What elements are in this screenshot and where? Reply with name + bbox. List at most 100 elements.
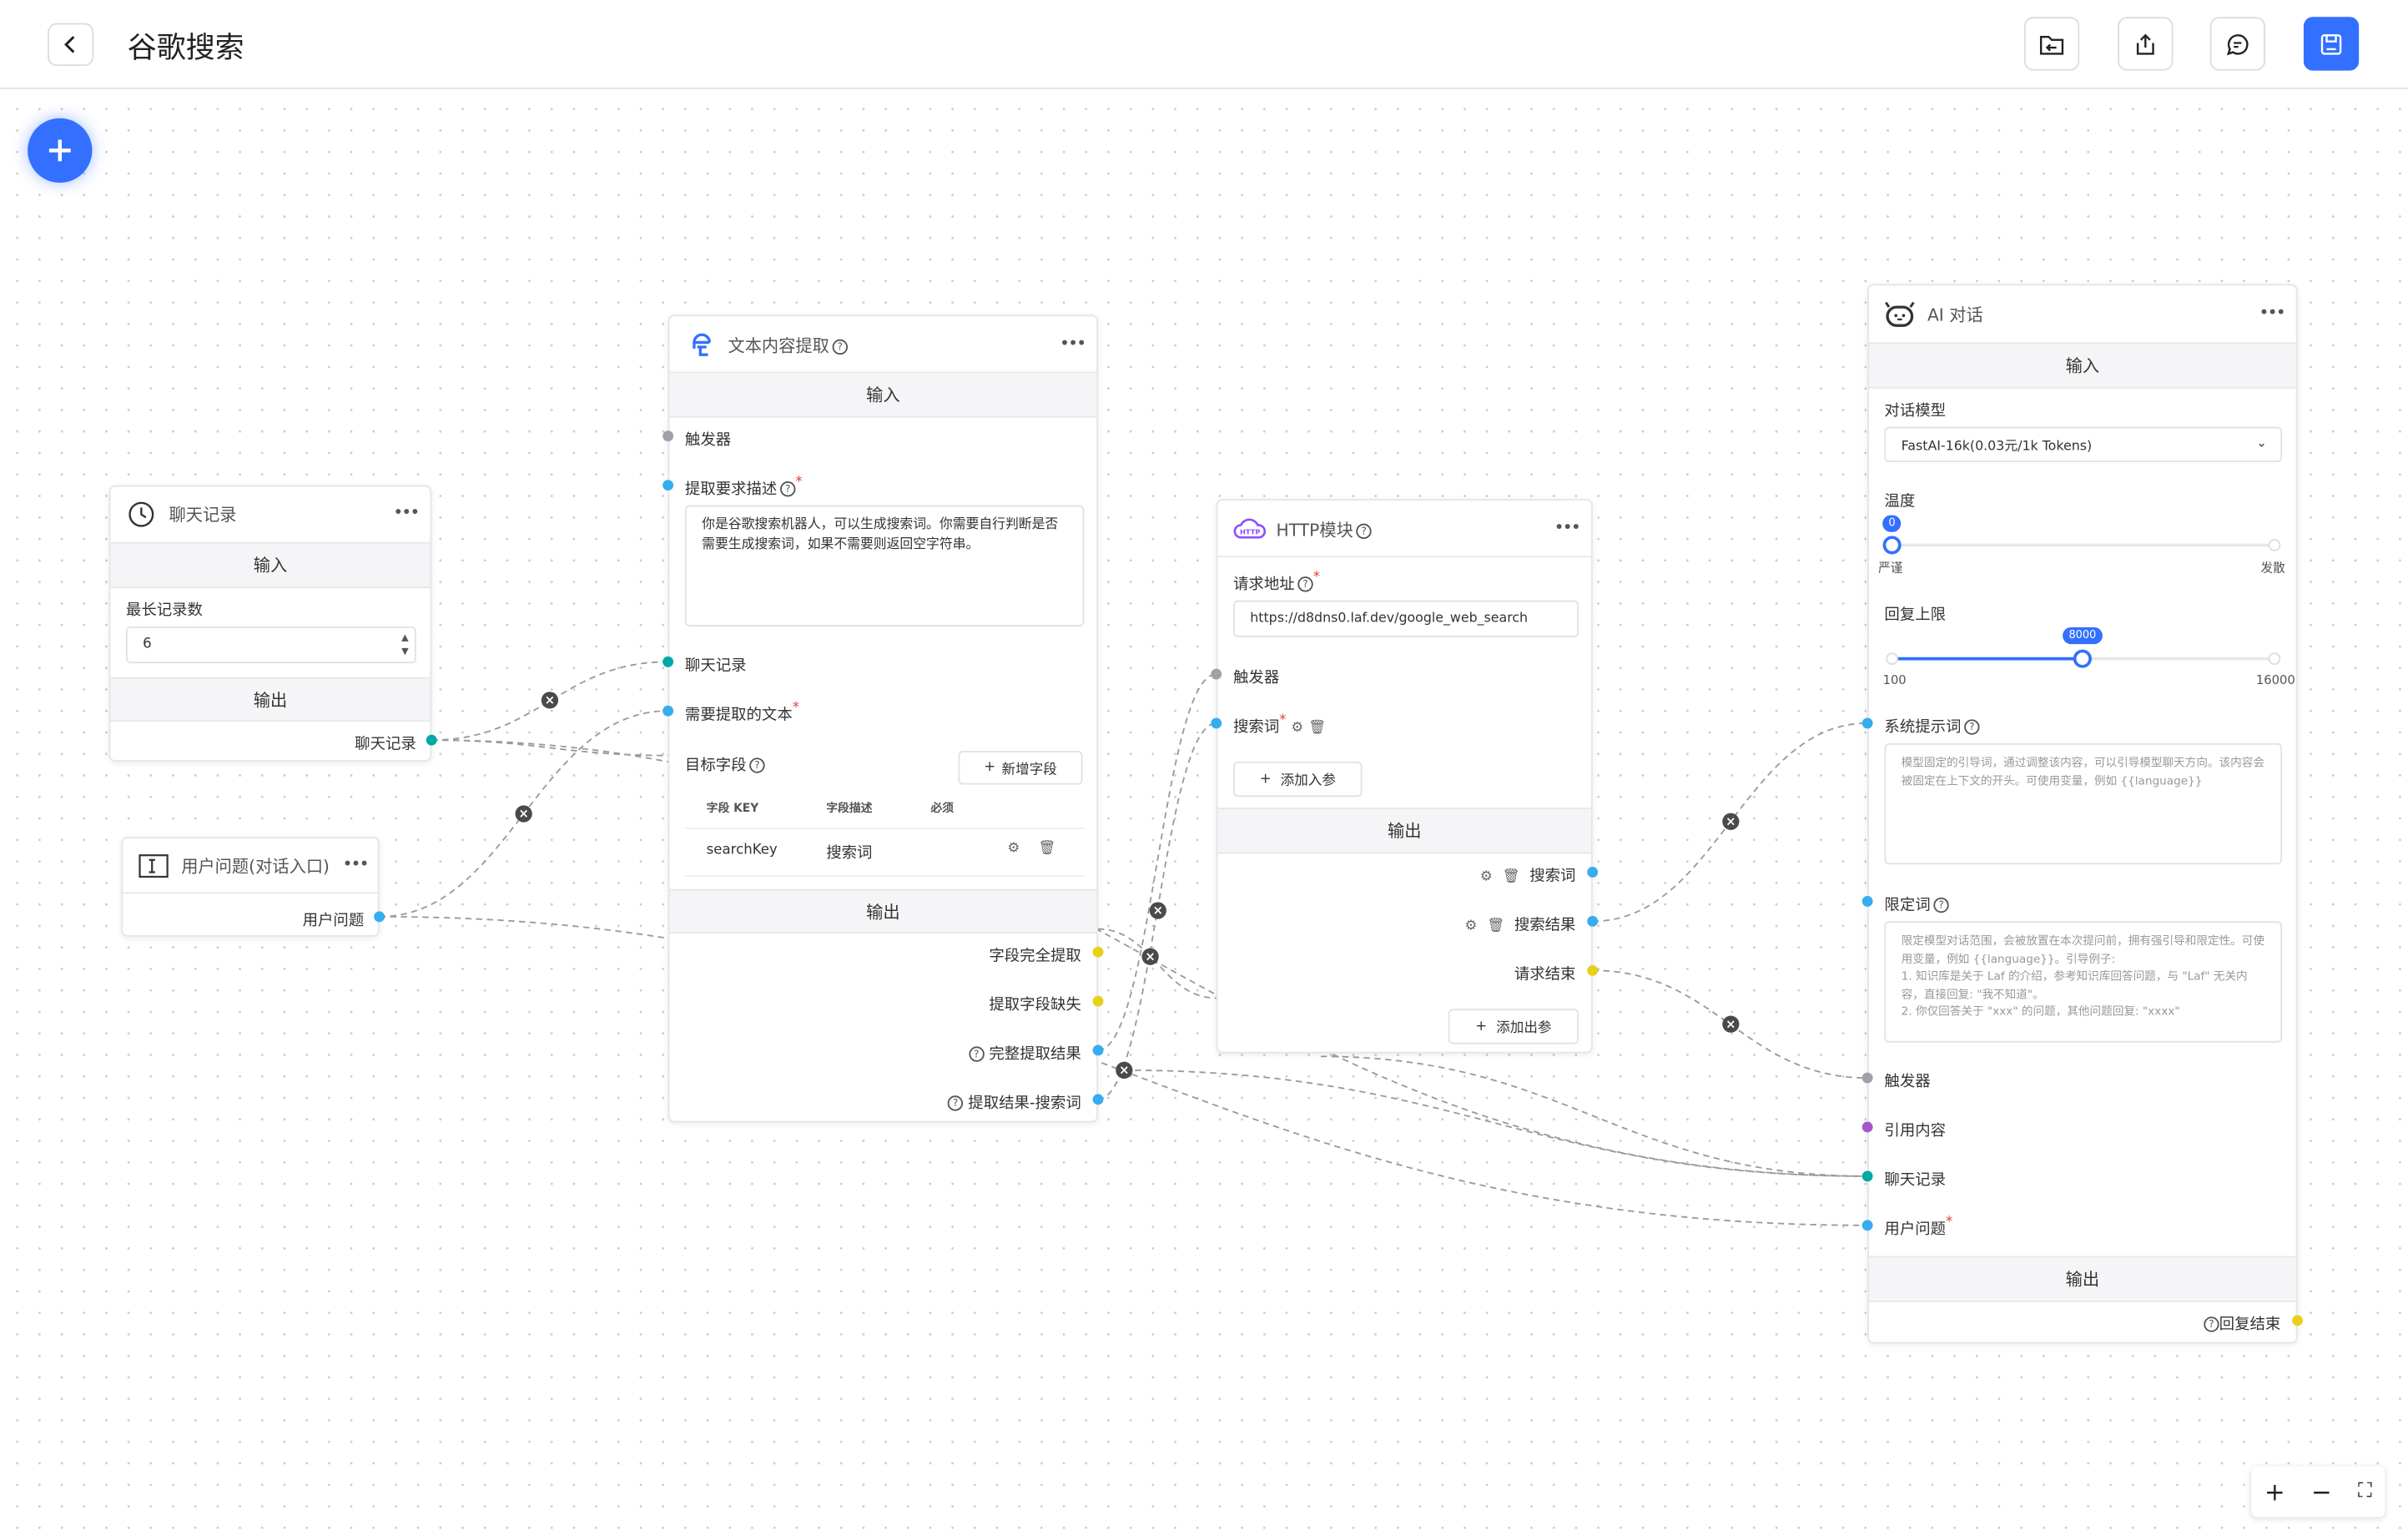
edge[interactable] <box>1098 928 1217 999</box>
model-select[interactable]: FastAI-16k(0.03元/1k Tokens)⌄ <box>1884 426 2283 463</box>
divider <box>684 828 1085 829</box>
plus-icon: + <box>1475 1019 1488 1034</box>
output-search-result: ⚙ 🗑 搜索结果 <box>1464 917 1576 935</box>
description-label: 提取要求描述?* <box>684 475 803 499</box>
handle-finish-out[interactable] <box>2292 1315 2303 1326</box>
system-prompt-textarea[interactable]: 模型固定的引导词，通过调整该内容，可以引导模型聊天方向。该内容会被固定在上下文的… <box>1884 742 2283 865</box>
handle-param-in[interactable] <box>1211 717 1222 729</box>
handle-full-result-out[interactable] <box>1092 1044 1104 1056</box>
delete-edge-icon[interactable]: × <box>515 805 532 823</box>
fit-view-icon[interactable]: ⛶ <box>2357 1480 2372 1503</box>
more-icon[interactable]: ••• <box>342 853 369 874</box>
handle-trigger-in[interactable] <box>662 430 674 442</box>
handle-question-in[interactable] <box>1861 1220 1873 1231</box>
edge[interactable] <box>1124 1069 1868 1177</box>
tokens-max-label: 16000 <box>2255 673 2295 687</box>
export-button[interactable] <box>2118 17 2174 71</box>
text-extract-node[interactable]: 文本内容提取? ••• 输入 触发器 提取要求描述?* 你是谷歌搜索机器人，可以… <box>667 315 1099 1123</box>
divider <box>123 892 378 894</box>
delete-edge-icon[interactable]: × <box>1116 1061 1133 1080</box>
trash-icon: 🗑 <box>1502 869 1520 886</box>
output-full-result: ? 完整提取结果 <box>965 1040 1081 1064</box>
handle-search-key-out[interactable] <box>1587 867 1599 878</box>
handle-system-prompt-in[interactable] <box>1861 717 1873 729</box>
delete-edge-icon[interactable]: × <box>1149 902 1166 919</box>
zoom-in-icon[interactable]: + <box>2264 1477 2285 1507</box>
save-button[interactable] <box>2303 17 2360 71</box>
handle-limit-prompt-in[interactable] <box>1861 895 1873 907</box>
more-icon[interactable]: ••• <box>1554 517 1581 538</box>
extract-icon <box>693 333 712 356</box>
output-failed: 提取字段缺失 <box>989 997 1081 1014</box>
handle-finish-out[interactable] <box>1587 964 1599 976</box>
http-cloud-icon: HTTP <box>1233 518 1267 539</box>
output-chat-history: 聊天记录 <box>355 736 416 753</box>
handle-history-in[interactable] <box>662 656 674 667</box>
slider-end-mark <box>2268 652 2281 665</box>
zoom-out-icon[interactable]: − <box>2310 1477 2332 1507</box>
node-title: 聊天记录 <box>169 505 237 526</box>
delete-edge-icon[interactable]: × <box>1141 948 1159 965</box>
delete-edge-icon[interactable]: × <box>1722 813 1740 830</box>
delete-edge-icon[interactable]: × <box>541 692 559 709</box>
max-tokens-fill <box>1892 657 2083 661</box>
http-node[interactable]: HTTP HTTP模块? ••• 请求地址?* https://d8dns0.l… <box>1216 499 1593 1054</box>
edge[interactable] <box>1592 969 1868 1080</box>
help-icon: ? <box>1933 897 1949 913</box>
url-input[interactable]: https://d8dns0.laf.dev/google_web_search <box>1233 600 1579 637</box>
trash-icon[interactable]: 🗑 <box>1038 841 1056 858</box>
ai-chat-node[interactable]: AI 对话 ••• 输入 对话模型 FastAI-16k(0.03元/1k To… <box>1867 284 2298 1344</box>
gear-icon[interactable]: ⚙ <box>1007 841 1020 858</box>
temperature-slider-handle[interactable] <box>1882 536 1902 555</box>
user-question-node[interactable]: 用户问题(对话入口) ••• 用户问题 <box>121 837 380 937</box>
description-textarea[interactable]: 你是谷歌搜索机器人，可以生成搜索词。你需要自行判断是否需要生成搜索词，如果不需要… <box>684 505 1085 627</box>
handle-trigger-in[interactable] <box>1861 1072 1873 1084</box>
output-search-key: ⚙ 🗑 搜索词 <box>1479 868 1576 886</box>
content-label: 需要提取的文本* <box>684 701 800 724</box>
edge[interactable] <box>431 661 668 742</box>
back-button[interactable] <box>48 23 94 67</box>
handle-trigger-in[interactable] <box>1211 668 1222 680</box>
limit-prompt-textarea[interactable]: 限定模型对话范围，会被放置在本次提问前，拥有强引导和限定性。可使用变量，例如 {… <box>1884 921 2283 1043</box>
chevron-left-icon <box>64 36 75 53</box>
import-button[interactable] <box>2023 17 2080 71</box>
handle-quote-in[interactable] <box>1861 1121 1873 1133</box>
add-node-button[interactable] <box>28 118 93 184</box>
handle-search-result-out[interactable] <box>1587 915 1599 927</box>
delete-edge-icon[interactable]: × <box>1722 1015 1740 1033</box>
handle-history-in[interactable] <box>1861 1170 1873 1182</box>
handle-user-question-out[interactable] <box>374 911 385 923</box>
input-section-header: 输入 <box>110 541 431 588</box>
robot-icon <box>1885 301 1915 327</box>
handle-chat-history-out[interactable] <box>426 734 437 746</box>
add-field-button[interactable]: +新增字段 <box>958 751 1083 785</box>
max-records-label: 最长记录数 <box>125 602 203 620</box>
chat-test-button[interactable] <box>2209 17 2265 71</box>
max-tokens-value: 8000 <box>2063 627 2103 645</box>
max-tokens-slider-handle[interactable] <box>2073 649 2092 668</box>
add-output-button[interactable]: +添加出参 <box>1448 1009 1579 1044</box>
help-icon: ? <box>749 757 765 773</box>
chat-history-node[interactable]: 聊天记录 ••• 输入 最长记录数 6 ▲▼ 输出 聊天记录 <box>108 485 432 762</box>
add-input-button[interactable]: +添加入参 <box>1233 761 1363 798</box>
edge[interactable] <box>1097 673 1217 1051</box>
node-title: HTTP模块? <box>1277 517 1372 541</box>
handle-description-in[interactable] <box>662 480 674 491</box>
output-section-header: 输出 <box>1869 1256 2296 1302</box>
edge[interactable] <box>431 739 668 757</box>
temperature-track[interactable] <box>1892 543 2275 547</box>
stepper-icon[interactable]: ▲▼ <box>401 632 409 657</box>
handle-search-key-out[interactable] <box>1092 1094 1104 1105</box>
max-records-input[interactable]: 6 ▲▼ <box>125 626 416 664</box>
handle-content-in[interactable] <box>662 705 674 717</box>
param-label: 搜索词* ⚙ 🗑 <box>1233 712 1327 737</box>
more-icon[interactable]: ••• <box>1060 333 1086 354</box>
more-icon[interactable]: ••• <box>393 501 420 522</box>
chat-icon <box>2226 33 2249 55</box>
output-section-header: 输出 <box>669 888 1097 934</box>
more-icon[interactable]: ••• <box>2259 302 2286 323</box>
handle-failed-out[interactable] <box>1092 995 1104 1007</box>
edge[interactable] <box>1320 1055 1868 1177</box>
handle-success-out[interactable] <box>1092 946 1104 958</box>
